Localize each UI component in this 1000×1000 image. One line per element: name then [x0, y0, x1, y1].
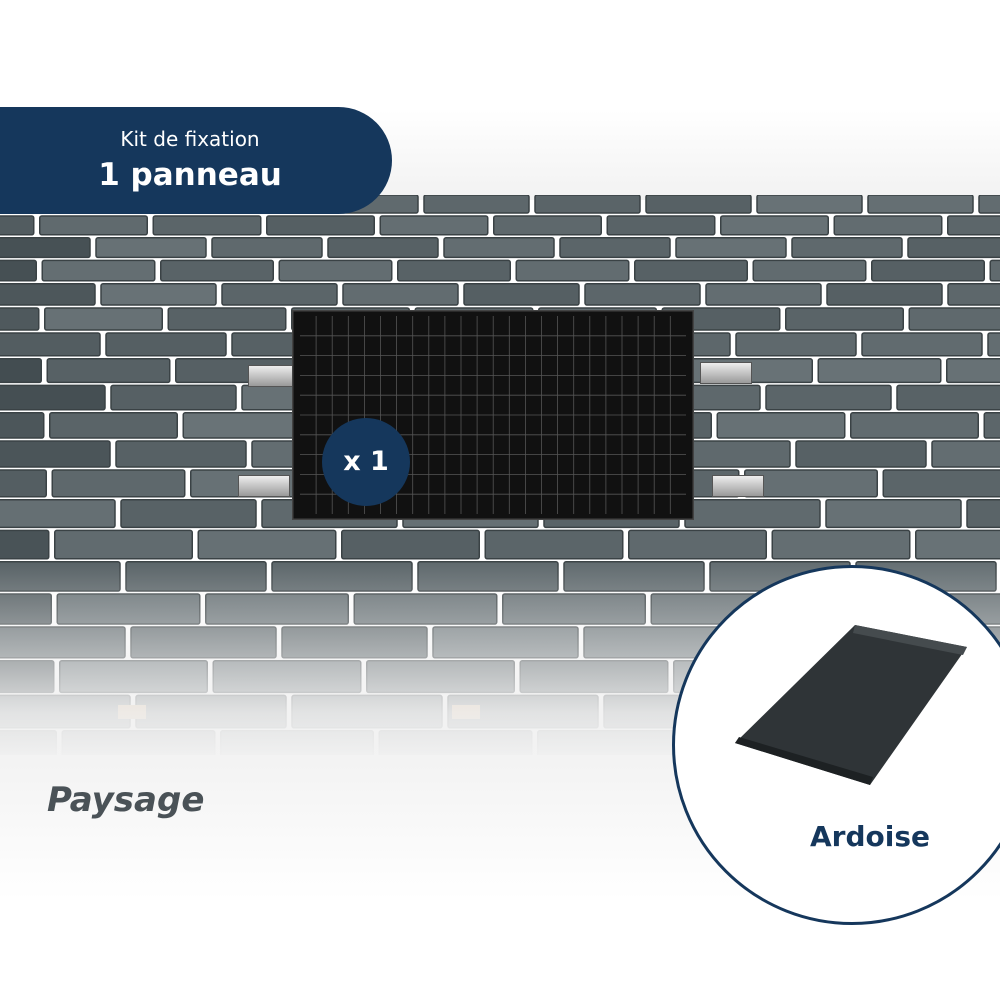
roof-tile: [95, 237, 207, 259]
roof-tile: [100, 283, 217, 306]
roof-tile: [167, 307, 287, 331]
mounting-hook: [700, 362, 752, 384]
roof-tile: [825, 499, 962, 529]
roof-tile: [559, 237, 671, 259]
badge-title: 1 panneau: [98, 157, 282, 193]
roof-tile: [397, 259, 511, 282]
roof-tile: [606, 215, 716, 236]
roof-tile: [628, 529, 767, 560]
orientation-label: Paysage: [47, 780, 205, 820]
roof-tile: [278, 259, 393, 282]
roof-tile: [947, 283, 1000, 306]
roof-tile: [0, 332, 101, 357]
roof-tile: [908, 307, 1000, 331]
roof-tile: [947, 215, 1000, 236]
roof-tile: [463, 283, 580, 306]
roof-tile: [49, 412, 178, 439]
badge-subtitle: Kit de fixation: [120, 127, 260, 151]
roof-tile: [39, 215, 148, 236]
roof-tile: [0, 307, 40, 331]
roof-tile: [765, 384, 892, 411]
roof-tile: [826, 283, 943, 306]
roof-tile: [443, 237, 555, 259]
roof-tile: [54, 529, 193, 560]
roof-tile: [705, 283, 822, 306]
roof-tile: [744, 469, 878, 498]
roof-tile: [211, 237, 323, 259]
roof-tile: [931, 440, 1000, 468]
roof-tile: [0, 412, 45, 439]
kit-badge: Kit de fixation 1 panneau: [0, 107, 392, 214]
roof-tile: [44, 307, 163, 331]
roof-tile: [0, 237, 91, 259]
mounting-hook: [238, 475, 290, 497]
roof-tile: [423, 195, 530, 214]
roof-tile: [0, 499, 116, 529]
roof-tile: [850, 412, 979, 439]
roof-tile: [110, 384, 237, 411]
roof-tile: [0, 469, 47, 498]
roof-tile: [966, 499, 1000, 529]
roof-tile: [0, 529, 50, 560]
roof-material-label: Ardoise: [810, 820, 931, 853]
roof-tile: [833, 215, 943, 236]
roof-tile: [645, 195, 752, 214]
roof-tile: [896, 384, 1000, 411]
roof-tile: [266, 215, 375, 236]
roof-tile: [515, 259, 630, 282]
roof-tile: [915, 529, 1000, 560]
roof-tile: [379, 215, 489, 236]
roof-tile: [684, 499, 821, 529]
roof-tile: [720, 215, 829, 236]
roof-tile: [756, 195, 863, 214]
roof-tile: [46, 358, 171, 384]
roof-tile: [105, 332, 227, 357]
roof-tile: [907, 237, 1000, 259]
roof-tile: [771, 529, 911, 560]
roof-tile: [989, 259, 1000, 282]
roof-tile: [735, 332, 857, 357]
roof-tile: [946, 358, 1000, 384]
roof-tile: [0, 283, 96, 306]
roof-tile: [867, 195, 974, 214]
roof-tile: [197, 529, 337, 560]
roof-tile: [791, 237, 903, 259]
roof-tile: [0, 215, 35, 236]
roof-tile: [882, 469, 1000, 498]
roof-tile: [152, 215, 262, 236]
roof-tile: [0, 440, 111, 468]
roof-tile: [817, 358, 942, 384]
roof-tile: [327, 237, 439, 259]
roof-tile: [342, 283, 459, 306]
roof-tile: [795, 440, 927, 468]
roof-tile: [983, 412, 1000, 439]
roof-tile: [716, 412, 846, 439]
slate-tile-image: [735, 625, 967, 785]
roof-tile: [484, 529, 624, 560]
roof-tile: [0, 358, 42, 384]
roof-tile: [584, 283, 701, 306]
roof-tile: [0, 259, 37, 282]
roof-tile: [51, 469, 186, 498]
roof-tile: [871, 259, 985, 282]
roof-tile: [675, 237, 787, 259]
roof-tile: [978, 195, 1000, 214]
roof-tile: [41, 259, 156, 282]
roof-tile: [221, 283, 338, 306]
roof-tile: [160, 259, 274, 282]
panel-count-badge: x 1: [322, 418, 410, 506]
mounting-hook: [712, 475, 764, 497]
roof-tile: [0, 384, 106, 411]
roof-tile: [785, 307, 904, 331]
roof-tile: [634, 259, 748, 282]
roof-tile: [115, 440, 247, 468]
roof-tile: [861, 332, 983, 357]
roof-tile: [493, 215, 602, 236]
roof-tile: [987, 332, 1000, 357]
roof-tile: [534, 195, 641, 214]
roof-tile: [120, 499, 257, 529]
roof-tile: [341, 529, 480, 560]
roof-tile: [752, 259, 867, 282]
